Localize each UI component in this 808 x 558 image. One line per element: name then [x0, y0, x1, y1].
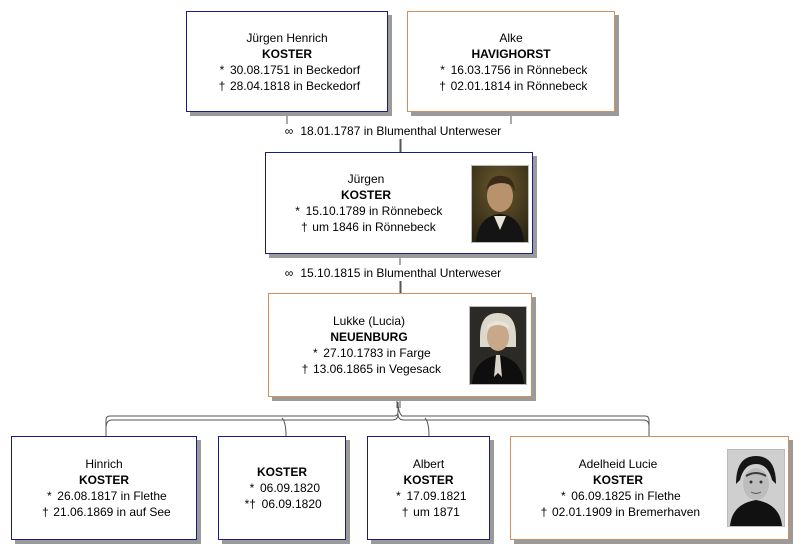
child-card-4[interactable]: Adelheid Lucie KOSTER * 06.09.1825 in Fle… [510, 436, 789, 540]
birth-symbol: * [249, 481, 255, 495]
husband-death: um 1846 in Rönnebeck [312, 220, 436, 234]
child-card-2[interactable]: KOSTER * 06.09.1820 *† 06.09.1820 [218, 436, 346, 540]
father-given-name: Jürgen Henrich [246, 30, 328, 45]
husband-birth: 15.10.1789 in Rönnebeck [305, 204, 443, 218]
birth-symbol: * [312, 346, 318, 360]
parents-marriage-text: 18.01.1787 in Blumenthal Unterweser [300, 124, 502, 138]
child-death: um 1871 [413, 505, 460, 519]
father-birth: 30.08.1751 in Beckedorf [229, 62, 361, 77]
child-given-name: Albert [412, 457, 445, 471]
death-symbol: † [540, 505, 548, 519]
child-death: 02.01.1909 in Bremerhaven [551, 505, 701, 519]
child-birth: 17.09.1821 [406, 489, 467, 503]
child-death-line: *† 06.09.1820 [242, 496, 322, 512]
birth-symbol: * [440, 62, 445, 77]
child-death: 06.09.1820 [261, 497, 322, 511]
husband-death-line: † um 1846 in Rönnebeck [296, 219, 436, 235]
father-surname: KOSTER [261, 46, 312, 61]
parents-marriage: ∞ 18.01.1787 in Blumenthal Unterweser [281, 124, 501, 138]
marriage-symbol: ∞ [284, 266, 294, 280]
birth-symbol: * [396, 489, 401, 503]
couple-marriage: ∞ 15.10.1815 in Blumenthal Unterweser [281, 266, 501, 280]
mother-birth-line: * 16.03.1756 in Rönnebeck [435, 62, 588, 78]
wife-birth-line: * 27.10.1783 in Farge [307, 345, 431, 361]
child-given-name: Adelheid Lucie [578, 457, 658, 471]
child-birth-line: * 26.08.1817 in Flethe [41, 488, 167, 504]
mother-birth: 16.03.1756 in Rönnebeck [450, 62, 588, 77]
father-birth-line: * 30.08.1751 in Beckedorf [214, 62, 360, 78]
child-death-line: † 21.06.1869 in auf See [37, 504, 171, 520]
child-birth: 06.09.1825 in Flethe [571, 489, 681, 503]
husband-given-name: Jürgen [347, 172, 385, 186]
couple-marriage-text: 15.10.1815 in Blumenthal Unterweser [300, 266, 502, 280]
child-birth: 26.08.1817 in Flethe [57, 489, 167, 503]
wife-death-line: †13.06.1865 in Vegesack [297, 361, 441, 377]
father-death: 28.04.1818 in Beckedorf [229, 78, 361, 93]
birth-symbol: * [295, 204, 300, 218]
child-card-3[interactable]: Albert KOSTER * 17.09.1821 † um 1871 [367, 436, 490, 540]
marriage-symbol: ∞ [284, 124, 294, 138]
mother-surname: HAVIGHORST [471, 46, 551, 61]
mother-card[interactable]: Alke HAVIGHORST * 16.03.1756 in Rönnebeck… [407, 11, 615, 112]
father-card[interactable]: Jürgen Henrich KOSTER * 30.08.1751 in Bec… [186, 11, 388, 112]
birth-symbol: * [560, 489, 566, 503]
father-death-line: †28.04.1818 in Beckedorf [214, 78, 360, 94]
death-symbol: † [300, 220, 308, 234]
wife-death: 13.06.1865 in Vegesack [312, 362, 442, 376]
child-birth-line: * 17.09.1821 [390, 488, 466, 504]
death-symbol: † [301, 362, 309, 376]
wife-given-name: Lukke (Lucia) [332, 314, 406, 328]
child-surname: KOSTER [78, 473, 129, 487]
child-birth: 06.09.1820 [259, 481, 321, 495]
husband-card[interactable]: Jürgen KOSTER * 15.10.1789 in Rönnebeck †… [265, 152, 533, 254]
child-surname: KOSTER [256, 465, 307, 479]
wife-card[interactable]: Lukke (Lucia) NEUENBURG * 27.10.1783 in F… [268, 293, 532, 397]
child-4-portrait[interactable] [727, 449, 785, 527]
mother-death-line: † 02.01.1814 in Rönnebeck [435, 78, 588, 94]
wife-surname: NEUENBURG [330, 330, 408, 344]
mother-death: 02.01.1814 in Rönnebeck [450, 78, 588, 93]
husband-birth-line: * 15.10.1789 in Rönnebeck [290, 203, 443, 219]
birth-symbol: * [219, 62, 225, 77]
child-death-line: †02.01.1909 in Bremerhaven [536, 504, 700, 520]
birth-death-symbol: *† [244, 497, 256, 511]
husband-surname: KOSTER [340, 188, 391, 202]
death-symbol: † [218, 78, 226, 93]
child-death-line: † um 1871 [397, 504, 460, 520]
wife-birth: 27.10.1783 in Farge [323, 346, 431, 360]
birth-symbol: * [46, 489, 52, 503]
death-symbol: † [439, 78, 446, 93]
husband-portrait[interactable] [471, 165, 529, 243]
child-birth-line: * 06.09.1825 in Flethe [555, 488, 681, 504]
death-symbol: † [41, 505, 49, 519]
wife-portrait[interactable] [469, 306, 527, 385]
death-symbol: † [401, 505, 409, 519]
child-surname: KOSTER [592, 473, 643, 487]
mother-given-name: Alke [499, 30, 523, 45]
child-card-1[interactable]: Hinrich KOSTER * 26.08.1817 in Flethe † 21… [11, 436, 197, 540]
child-given-name: Hinrich [85, 457, 123, 471]
child-death: 21.06.1869 in auf See [53, 505, 171, 519]
child-birth-line: * 06.09.1820 [244, 480, 320, 496]
child-surname: KOSTER [403, 473, 454, 487]
